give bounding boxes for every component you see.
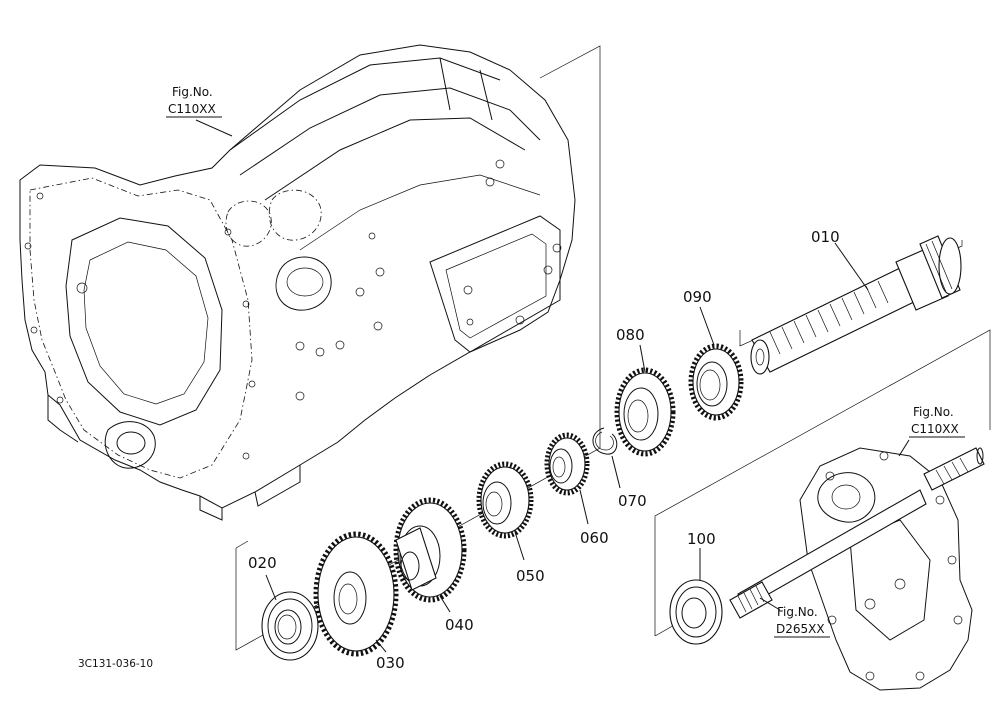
gear-040 — [393, 497, 467, 613]
transmission-case — [19, 44, 601, 651]
fig-ref-caption: Fig.No. — [172, 85, 213, 99]
gear-080 — [614, 344, 676, 457]
label-090: 090 — [683, 288, 712, 306]
fig-ref-code: D265XX — [776, 622, 825, 636]
label-020: 020 — [248, 554, 277, 572]
gear-030 — [313, 531, 399, 657]
bearing-020 — [261, 574, 319, 661]
figure-ref-right: Fig.No. C110XX — [909, 405, 965, 438]
gear-060 — [544, 432, 590, 525]
fig-ref-caption: Fig.No. — [913, 405, 954, 419]
label-010: 010 — [811, 228, 840, 246]
label-030: 030 — [376, 654, 405, 672]
figure-ref-bottom: Fig.No. D265XX — [774, 605, 830, 638]
part-labels: 010 020 030 040 050 060 070 080 090 100 — [248, 228, 840, 672]
fig-ref-code: C110XX — [911, 422, 959, 436]
snap-ring-070 — [592, 427, 621, 489]
gear-090 — [688, 306, 744, 421]
label-050: 050 — [516, 567, 545, 585]
gear-050 — [476, 461, 534, 561]
label-080: 080 — [616, 326, 645, 344]
fig-ref-caption: Fig.No. — [777, 605, 818, 619]
label-060: 060 — [580, 529, 609, 547]
label-100: 100 — [687, 530, 716, 548]
label-040: 040 — [445, 616, 474, 634]
label-070: 070 — [618, 492, 647, 510]
fig-ref-code: C110XX — [168, 102, 216, 116]
bearing-100 — [654, 329, 991, 645]
document-code: 3C131-036-10 — [78, 658, 153, 670]
reference-leaders — [195, 119, 910, 611]
main-shaft-010 — [739, 235, 963, 375]
rear-cover — [729, 447, 985, 691]
figure-ref-top-left: Fig.No. C110XX — [166, 85, 222, 118]
